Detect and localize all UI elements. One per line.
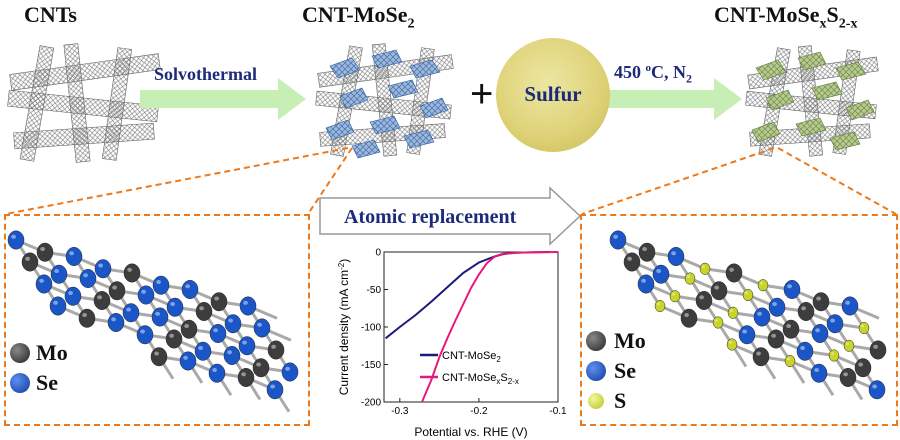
- y-tick-label: -150: [361, 360, 381, 371]
- legend-label-1: CNT-MoSexS2-x: [442, 372, 519, 386]
- heating-condition-label: 450 oC, N2: [614, 62, 692, 86]
- legend-item-mo: Mo: [10, 338, 68, 368]
- mo-atom-icon: [586, 331, 606, 351]
- left-structure-box: [4, 214, 310, 426]
- y-tick-label: 0: [375, 248, 381, 259]
- legend-item-se: Se: [586, 356, 646, 386]
- plot-frame: [383, 251, 559, 403]
- solvothermal-arrow: [140, 78, 306, 120]
- y-axis-label: Current density (mA cm-2): [337, 259, 351, 396]
- legend-item-s: S: [586, 386, 646, 416]
- cnt-illustrations: [7, 43, 879, 163]
- se-atom-icon: [10, 373, 30, 393]
- series-line-1: [421, 251, 559, 403]
- legend-item-mo: Mo: [586, 326, 646, 356]
- atomic-replacement-arrow: [319, 186, 582, 246]
- x-axis-label: Potential vs. RHE (V): [414, 425, 527, 439]
- atomic-replacement-label: Atomic replacement: [344, 206, 517, 228]
- cnt-bundle-left: [7, 43, 161, 163]
- cnts-title: CNTs: [24, 2, 77, 27]
- cnt-mose2-title: CNT-MoSe2: [302, 2, 415, 32]
- mose2-crystal-structure: [7, 230, 299, 413]
- right-structure-box: [580, 214, 898, 426]
- heating-arrow: [606, 78, 742, 120]
- y-tick-label: -200: [361, 398, 381, 409]
- plus-sign: +: [470, 72, 494, 116]
- x-tick-label: -0.2: [470, 406, 488, 417]
- solvothermal-label: Solvothermal: [154, 64, 257, 84]
- s-atom-icon: [588, 393, 604, 409]
- polarization-chart: -0.3 -0.2 -0.1 0 -50 -100 -150 -200 CNT-MoSe2CN…: [337, 248, 567, 440]
- mo-atom-icon: [10, 343, 30, 363]
- x-tick-label: -0.1: [549, 406, 567, 417]
- cnt-bundle-mosexs: [745, 45, 879, 157]
- y-tick-label: -100: [361, 323, 381, 334]
- sulfur-label: Sulfur: [524, 82, 582, 106]
- cnt-mosexs2x-title: CNT-MoSexS2-x: [714, 2, 858, 32]
- sulfur-ball: [496, 38, 610, 152]
- legend-item-se: Se: [10, 368, 68, 398]
- mosexs-crystal-structure: [609, 230, 887, 401]
- legend-right: Mo Se S: [586, 326, 646, 416]
- cnt-bundle-mose2: [315, 43, 454, 159]
- x-tick-label: -0.3: [391, 406, 409, 417]
- se-atom-icon: [586, 361, 606, 381]
- legend-label-0: CNT-MoSe2: [442, 350, 501, 364]
- y-tick-label: -50: [367, 285, 382, 296]
- legend-left: Mo Se: [10, 338, 68, 398]
